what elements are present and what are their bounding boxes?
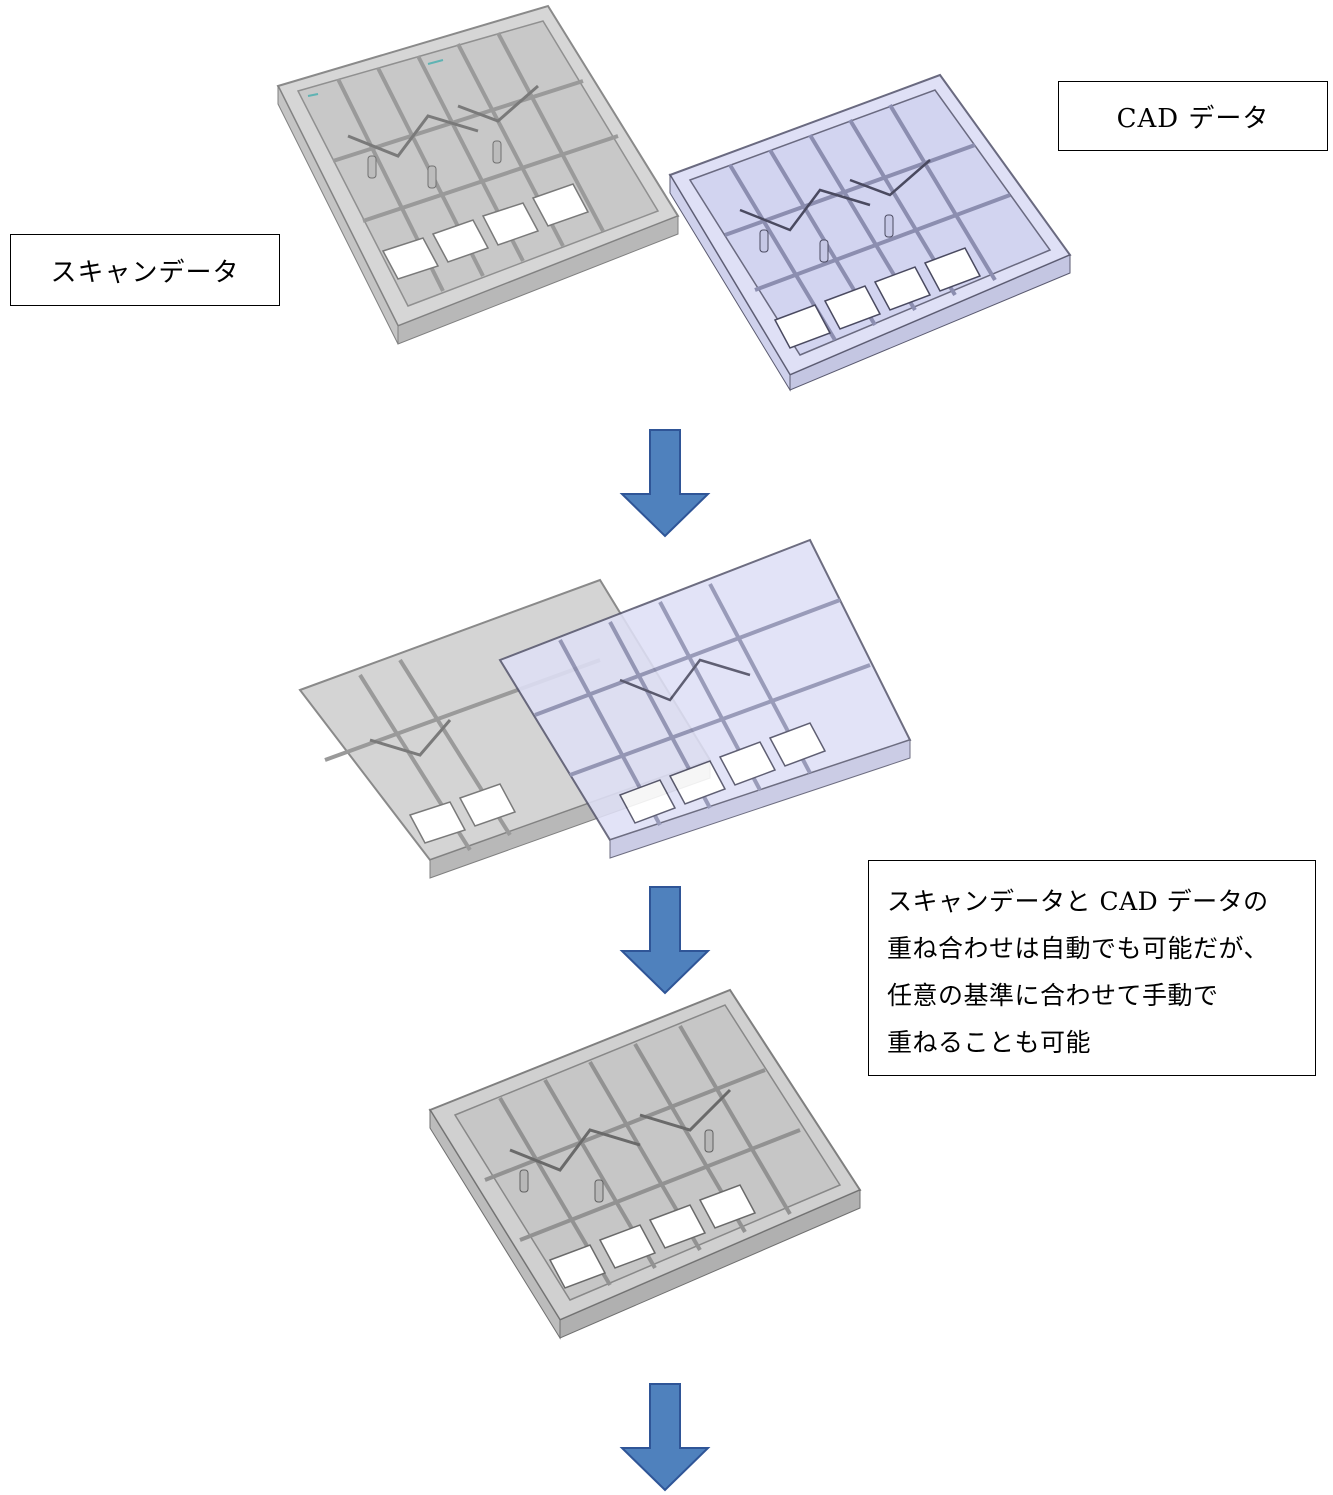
cad-model-image	[668, 73, 1072, 392]
cad-data-label-text: CAD データ	[1116, 103, 1270, 134]
down-arrow-icon	[619, 886, 711, 995]
note-line-2: 重ね合わせは自動でも可能だが、	[887, 934, 1270, 963]
note-line-4: 重ねることも可能	[887, 1028, 1092, 1057]
note-line-3: 任意の基準に合わせて手動で	[887, 981, 1219, 1010]
alignment-note-box: スキャンデータと CAD データの 重ね合わせは自動でも可能だが、 任意の基準に…	[868, 860, 1316, 1076]
overlap-models-image	[298, 538, 912, 879]
scan-data-label-text: スキャンデータ	[50, 257, 240, 288]
aligned-model-image	[428, 988, 862, 1340]
note-line-1: スキャンデータと CAD データの	[887, 887, 1269, 916]
scan-data-label: スキャンデータ	[10, 234, 280, 306]
down-arrow-icon	[619, 1383, 711, 1492]
cad-data-label: CAD データ	[1058, 81, 1328, 151]
down-arrow-icon	[619, 429, 711, 538]
scan-model-image	[276, 4, 680, 345]
